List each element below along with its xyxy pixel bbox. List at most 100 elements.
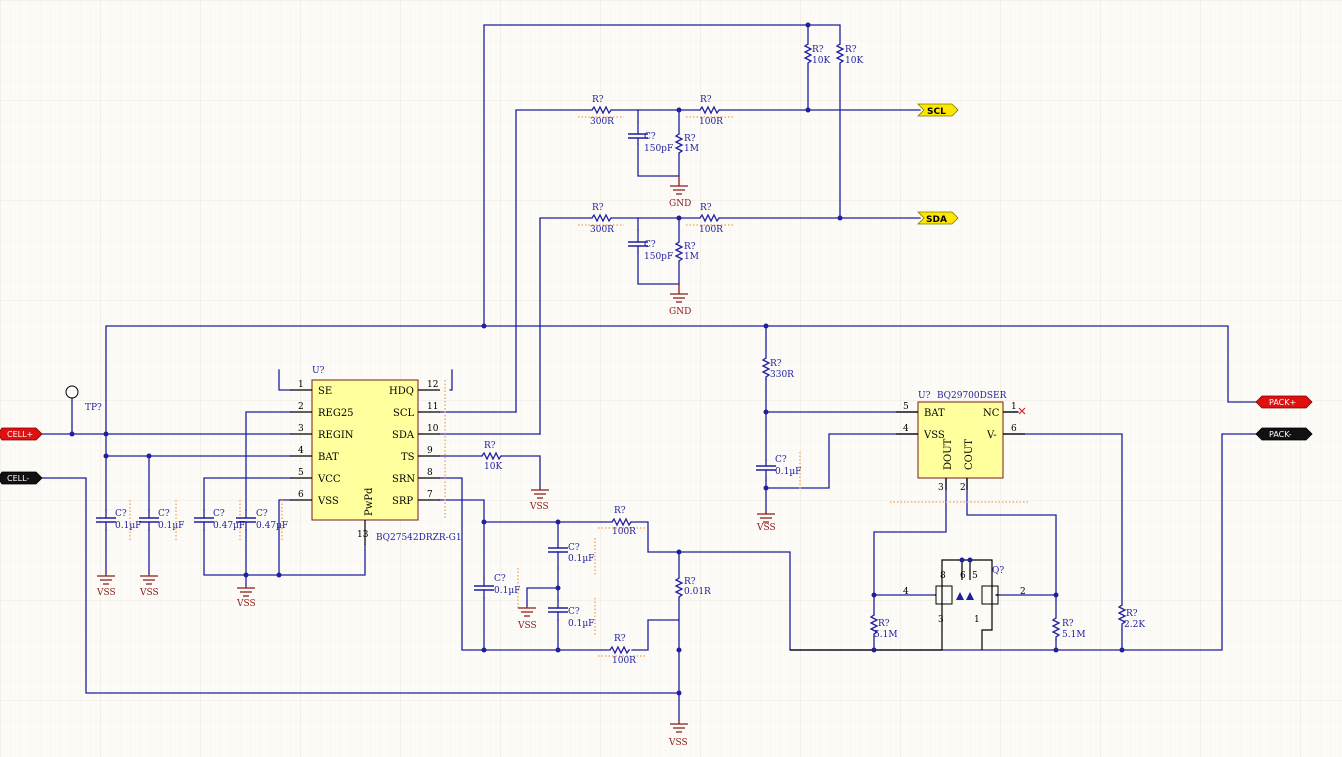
capacitor-value: 0.1µF [494,586,520,596]
svg-text:NC: NC [983,408,1000,419]
u1-left-pin-6: 6 VSS [298,490,339,507]
capacitor-0-1uf-1[interactable]: C? 0.1µF [96,500,141,540]
capacitor-0-47uf-1[interactable]: C? 0.47µF [194,500,245,540]
resistor-ref: R? [812,45,824,55]
resistor-value: 100R [612,656,636,666]
vss-symbol-1: VSS [96,573,116,598]
ic-ref: U? [312,366,325,376]
resistor-value: 1M [684,144,699,154]
resistor-value: 100R [699,225,723,235]
capacitor-0-47uf-2[interactable]: C? 0.47µF [236,500,288,540]
wires [39,24,1263,721]
resistor-r-5-1m-left[interactable]: R? 5.1M [869,614,898,640]
resistor-r-10k-1[interactable]: R? 10K [803,43,830,68]
svg-text:CELL-: CELL- [7,474,29,483]
resistor-ref: R? [700,95,712,105]
u1-left-pin-3: 3 REGIN [298,424,354,441]
svg-text:3: 3 [938,615,944,625]
resistor-r-1m-scl[interactable]: R? 1M [674,133,699,154]
svg-text:9: 9 [427,446,433,456]
resistor-r-10k-2[interactable]: R? 10K [835,43,863,68]
resistor-ref: R? [1126,609,1138,619]
svg-text:HDQ: HDQ [389,386,414,397]
resistor-r-2-2k[interactable]: R? 2.2K [1117,604,1145,630]
resistor-r-100r-scl[interactable]: R? 100R [686,95,734,127]
svg-text:2: 2 [960,483,966,493]
gnd-label: GND [669,307,691,317]
svg-text:6: 6 [298,490,304,500]
vss-label: VSS [96,588,116,598]
svg-text:SRP: SRP [392,496,413,507]
u1-right-pin-7: 7 SRP [392,490,433,507]
capacitor-0-1uf-srp[interactable]: C? 0.1µF [474,568,520,608]
testpoint[interactable]: TP? [65,385,102,413]
fet-ref: Q? [992,566,1004,576]
svg-text:1: 1 [1011,402,1017,412]
port-scl[interactable]: SCL [917,103,959,117]
ic-bq27542[interactable]: U? BQ27542DRZR-G1 PwPd 13 1 SE 2 REG25 3… [290,366,462,545]
no-connect-marker [1018,407,1026,415]
u1-left-pin-4: 4 BAT [298,446,339,463]
capacitor-150pf-scl[interactable]: C? 150pF [628,121,673,154]
capacitor-ref: C? [256,509,268,519]
svg-text:3: 3 [298,424,304,434]
vss-label: VSS [529,502,549,512]
capacitor-0-1uf-srn-b[interactable]: C? 0.1µF [548,598,596,635]
svg-text:1: 1 [298,380,304,390]
ic-bq29700[interactable]: U? BQ29700DSER 5 BAT 4 VSS 1 NC 6 V- 3 D… [890,391,1030,503]
resistor-r-300r-sda[interactable]: R? 300R [578,203,624,235]
svg-text:4: 4 [298,446,304,456]
resistor-value: 5.1M [874,630,898,640]
capacitor-0-1uf-srn-a[interactable]: C? 0.1µF [548,538,596,575]
svg-text:SCL: SCL [393,408,415,419]
vss-symbol-bq29700: VSS [756,512,776,533]
svg-text:2: 2 [298,402,304,412]
svg-text:5: 5 [298,468,304,478]
resistor-r-100r-sda[interactable]: R? 100R [686,203,734,235]
resistor-value: 330R [770,370,794,380]
junction-dots [69,22,1125,696]
capacitor-150pf-sda[interactable]: C? 150pF [628,229,673,262]
port-pack-plus[interactable]: PACK+ [1255,395,1313,409]
vss-label: VSS [756,523,776,533]
resistor-ref: R? [845,45,857,55]
capacitor-ref: C? [644,240,656,250]
resistor-ref: R? [614,506,626,516]
resistor-r-10k-ts[interactable]: R? 10K [481,441,502,472]
resistor-r-100r-srp[interactable]: R? 100R [598,634,646,666]
resistor-r-300r-scl[interactable]: R? 300R [578,95,624,127]
mosfet-q1[interactable]: Q? 8 6 5 4 3 2 1 [903,566,1026,625]
resistor-ref: R? [592,203,604,213]
capacitor-ref: C? [213,509,225,519]
capacitor-value: 0.1µF [115,521,141,531]
svg-text:VSS: VSS [317,496,339,507]
capacitor-value: 0.1µF [568,619,594,629]
svg-text:PACK+: PACK+ [1269,398,1296,407]
resistor-r-0-01r[interactable]: R? 0.01R [674,577,711,598]
capacitor-0-1uf-2[interactable]: C? 0.1µF [139,500,184,540]
port-pack-minus[interactable]: PACK- [1255,427,1313,441]
u1-left-pin-1: 1 SE [298,380,332,397]
capacitor-value: 150pF [644,144,673,154]
resistor-ref: R? [878,619,890,629]
svg-text:COUT: COUT [964,439,975,470]
resistor-r-100r-srn[interactable]: R? 100R [598,506,646,537]
port-cell-minus[interactable]: CELL- [0,471,43,485]
capacitor-ref: C? [775,455,787,465]
u1-right-pin-8: 8 SRN [392,468,433,485]
svg-text:SE: SE [318,386,332,397]
resistor-r-330r[interactable]: R? 330R [761,357,794,380]
vss-symbol-srn: VSS [517,605,537,631]
port-cell-plus[interactable]: CELL+ [0,427,43,441]
svg-text:7: 7 [427,490,433,500]
vss-symbol-ts: VSS [529,488,549,512]
port-sda[interactable]: SDA [917,211,959,225]
capacitor-0-1uf-bq29700[interactable]: C? 0.1µF [756,452,801,490]
resistor-r-5-1m-right[interactable]: R? 5.1M [1051,617,1086,640]
capacitor-value: 0.1µF [775,467,801,477]
resistor-r-1m-sda[interactable]: R? 1M [674,241,699,262]
resistor-value: 300R [590,117,614,127]
resistor-value: 5.1M [1062,630,1086,640]
